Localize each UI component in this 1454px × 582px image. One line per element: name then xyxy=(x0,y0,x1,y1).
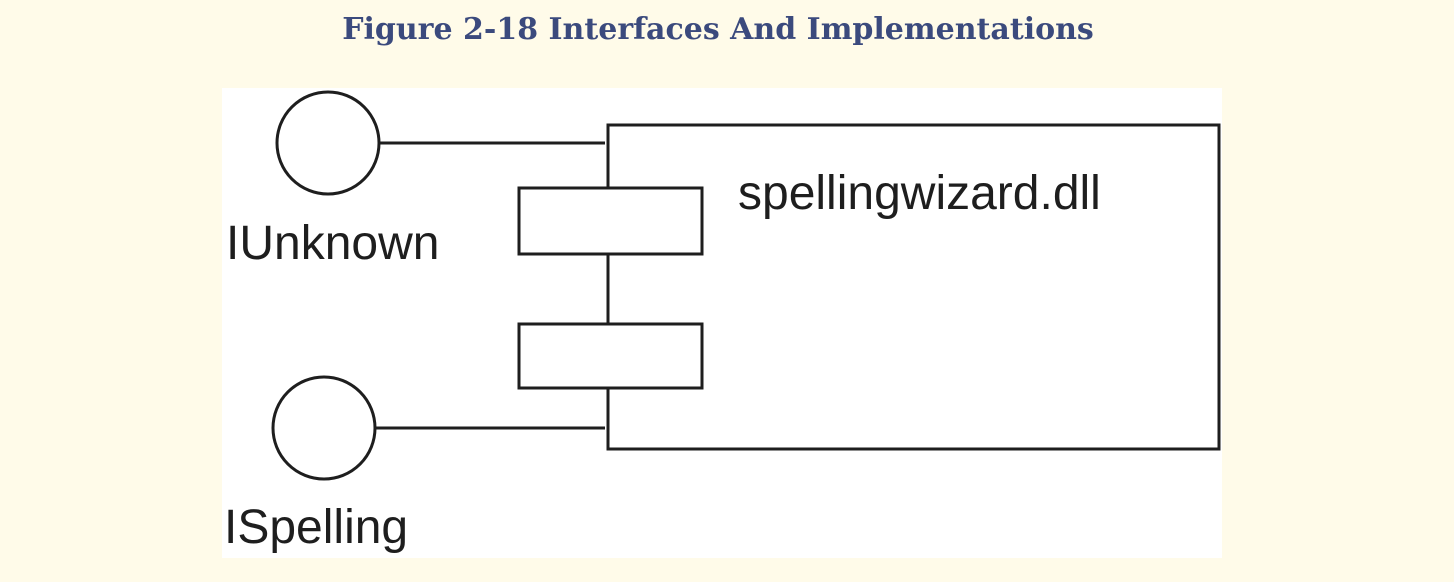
component-port-upper xyxy=(517,186,704,256)
figure-title: Figure 2-18 Interfaces And Implementatio… xyxy=(342,12,1094,47)
component-port-lower xyxy=(517,322,704,390)
ispelling-interface-label: ISpelling xyxy=(224,501,408,554)
component-label: spellingwizard.dll xyxy=(738,167,1101,220)
iunknown-interface-circle xyxy=(275,90,381,196)
iunknown-interface-label: IUnknown xyxy=(226,217,439,270)
ispelling-interface-circle xyxy=(271,375,377,481)
component-box xyxy=(606,123,1221,451)
diagram-panel: spellingwizard.dll IUnknown ISpelling xyxy=(222,88,1222,558)
component-diagram: spellingwizard.dll IUnknown ISpelling xyxy=(224,90,1221,554)
